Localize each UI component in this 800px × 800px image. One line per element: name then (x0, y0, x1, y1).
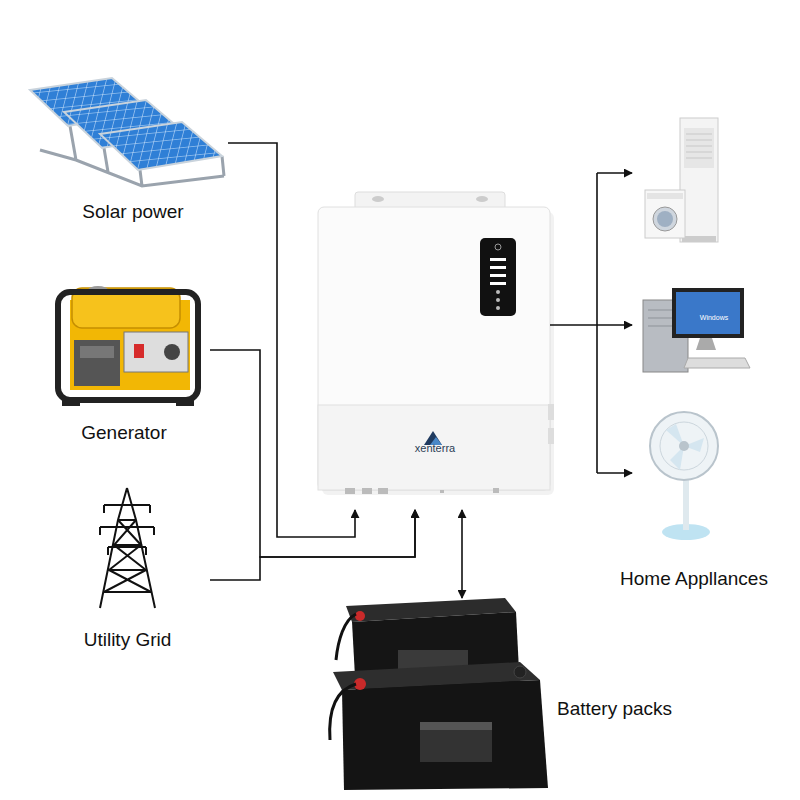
appliances-illustration-part (684, 128, 714, 168)
inverter-illustration-part (496, 306, 500, 310)
output-branch-wires-part (597, 472, 632, 474)
inverter-illustration-part (493, 488, 499, 493)
output-branch-wires (597, 173, 632, 473)
battery-packs-illustration-part (420, 722, 492, 762)
solar-panels-illustration (30, 78, 224, 186)
inverter-illustration-part (318, 207, 550, 490)
appliances-illustration-part (676, 292, 740, 334)
screen-logo-text: Windows (694, 314, 734, 322)
transmission-tower-illustration (100, 488, 155, 608)
generator-illustration-part (134, 344, 144, 358)
node-label: Home Appllances (610, 568, 778, 591)
node-label: Battery packs (557, 698, 692, 721)
inverter-illustration-part (480, 238, 516, 316)
output-branch-wires-part (597, 172, 632, 174)
battery-packs-illustration-part (514, 666, 526, 678)
inverter-node: xenterra (318, 192, 550, 510)
inverter-illustration-part (496, 298, 500, 302)
generator-illustration (58, 286, 198, 406)
node-label: Solar power (28, 201, 238, 224)
generator-illustration-part (164, 344, 180, 360)
generator-illustration-part (62, 398, 80, 406)
inverter-illustration-part (490, 266, 506, 269)
appliances-illustration-part (682, 236, 716, 242)
connector-arrow (210, 510, 415, 580)
inverter-illustration-part (378, 488, 388, 494)
appliances-illustration-part (696, 338, 716, 350)
inverter-illustration-part (345, 488, 355, 494)
connector-arrow (210, 350, 415, 557)
generator-illustration-part (74, 340, 120, 386)
appliances-illustration-part (666, 424, 704, 470)
inverter-illustration-part (372, 196, 384, 202)
source-node: Generator (50, 282, 210, 447)
inverter-illustration-part (476, 196, 488, 202)
transmission-tower-illustration-part (100, 505, 154, 555)
battery-packs-illustration-part (330, 684, 356, 740)
appliances-illustration-part (679, 441, 689, 451)
solar-panels-illustration-part (100, 122, 222, 170)
appliances-illustration-part (657, 211, 673, 227)
connector-arrow (550, 324, 632, 326)
inverter-illustration-part (490, 274, 506, 277)
connector-arrow (228, 143, 355, 537)
generator-illustration-part (176, 398, 194, 406)
battery-packs-illustration (330, 598, 548, 790)
appliances-illustration-part (672, 288, 744, 338)
inverter-illustration-part (318, 405, 550, 490)
inverter-illustration-part (490, 282, 506, 285)
generator-illustration-part (58, 292, 198, 400)
appliances-illustration-part (686, 134, 712, 158)
appliances-illustration (643, 118, 750, 540)
battery-node: Battery packs (320, 598, 555, 793)
transmission-tower-illustration-part (100, 488, 155, 608)
inverter-illustration-part (496, 290, 500, 294)
appliances-illustration-part (660, 422, 708, 470)
inverter-illustration-part (495, 244, 501, 250)
inverter-illustration-part (362, 488, 372, 494)
node-label: xenterra (395, 442, 475, 455)
output-branch-wires-part (596, 173, 598, 473)
inverter-illustration-part (490, 258, 506, 261)
battery-packs-illustration-part (420, 722, 492, 730)
inverter-illustration-part (440, 490, 444, 493)
inverter-illustration-part (548, 428, 554, 444)
generator-illustration-part (124, 332, 188, 372)
connector-arrow (461, 510, 463, 598)
appliances-illustration-part (680, 118, 718, 242)
battery-packs-illustration-part (342, 680, 548, 790)
appliances-illustration-part (645, 190, 685, 238)
node-label: Generator (50, 422, 198, 445)
appliances-illustration-part (650, 412, 718, 480)
appliances-illustration-part (684, 358, 750, 368)
node-label: Utility Grid (60, 629, 195, 652)
generator-illustration-part (80, 346, 114, 358)
source-node: Solar power (28, 78, 228, 228)
transmission-tower-illustration-part (104, 520, 151, 592)
inverter-illustration (318, 192, 554, 495)
appliances-illustration-part (647, 193, 683, 199)
battery-packs-illustration-part (336, 614, 356, 660)
appliances-illustration-part (683, 478, 689, 530)
inverter-illustration-part (548, 404, 554, 420)
battery-packs-illustration-part (355, 611, 365, 621)
source-node: Utility Grid (70, 485, 210, 655)
transmission-tower-illustration-part (104, 520, 151, 592)
appliances-node: Home Appllances (632, 112, 792, 592)
appliances-illustration-part (653, 207, 677, 231)
transmission-tower-illustration-part (100, 505, 154, 547)
